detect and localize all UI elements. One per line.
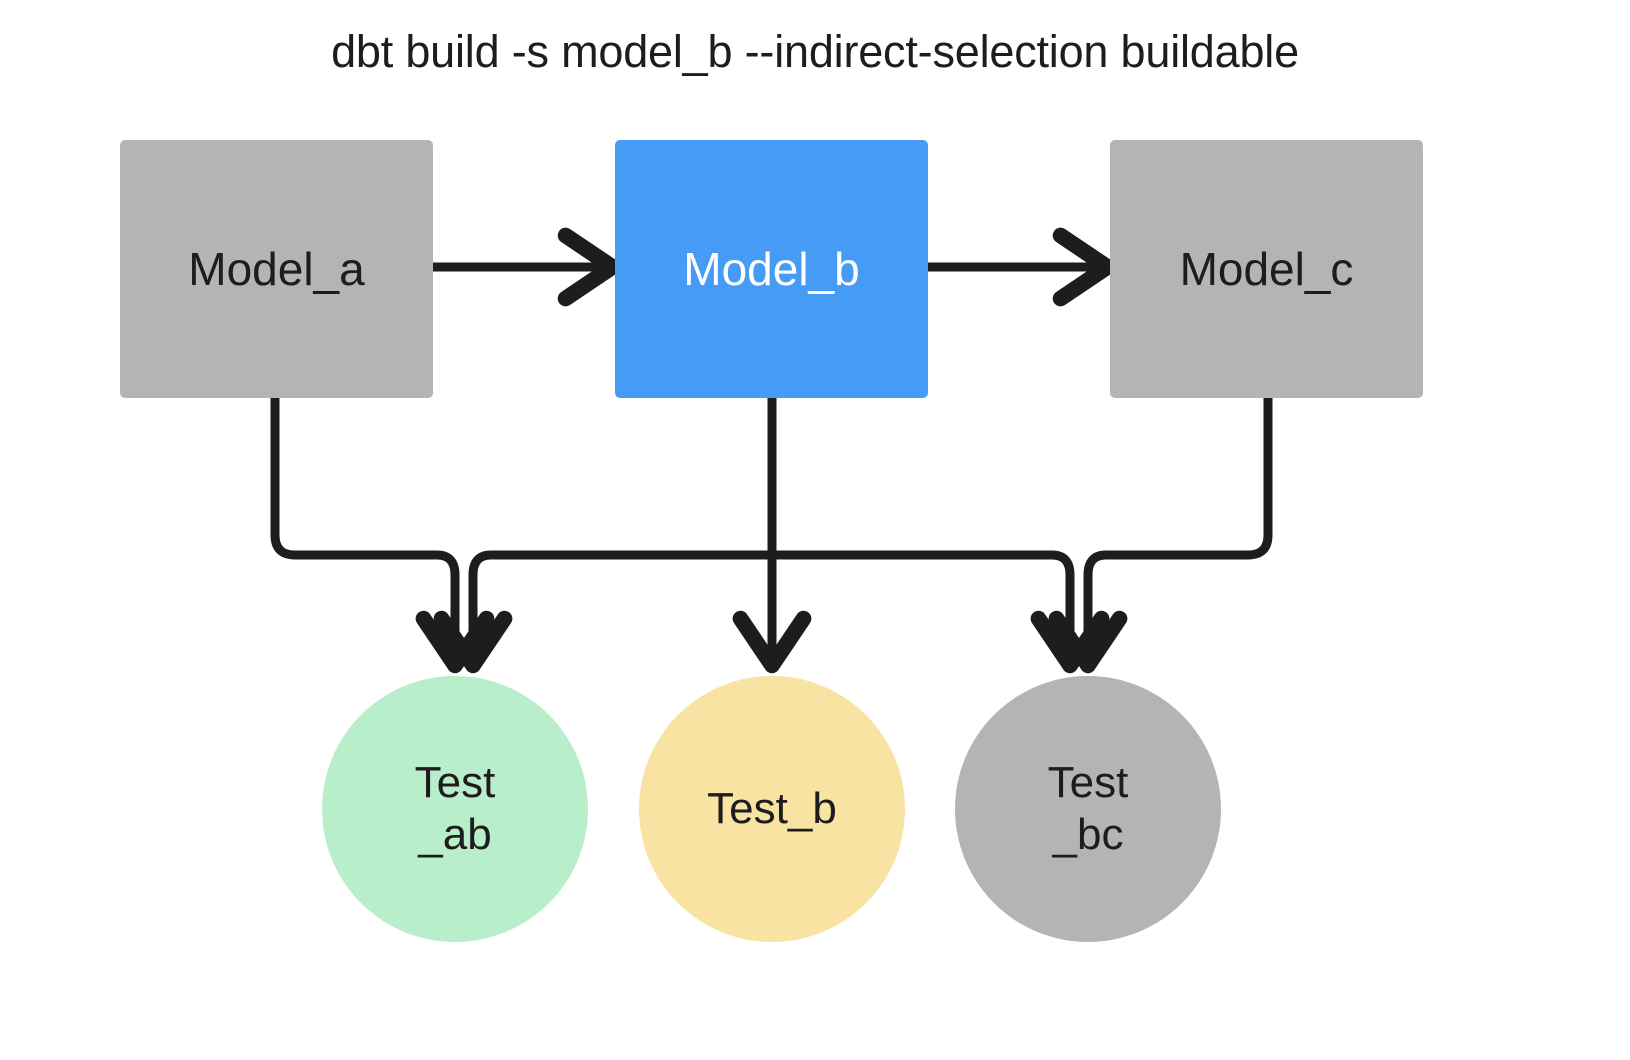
node-shape-test-ab[interactable] — [322, 676, 588, 942]
node-shape-test-bc[interactable] — [955, 676, 1221, 942]
node-shape-test-b[interactable] — [639, 676, 905, 942]
edge-model-c-to-test-bc — [1048, 398, 1273, 674]
edge-model-b-to-test-bc — [772, 550, 1110, 674]
page-title: dbt build -s model_b --indirect-selectio… — [331, 26, 1299, 77]
edge-model-a-to-test-ab — [270, 398, 495, 674]
node-shape-model-b[interactable] — [615, 140, 928, 398]
node-shape-model-a[interactable] — [120, 140, 433, 398]
node-shapes-layer — [120, 140, 1423, 942]
node-shape-model-c[interactable] — [1110, 140, 1423, 398]
edge-model-b-to-test-ab — [433, 398, 777, 674]
